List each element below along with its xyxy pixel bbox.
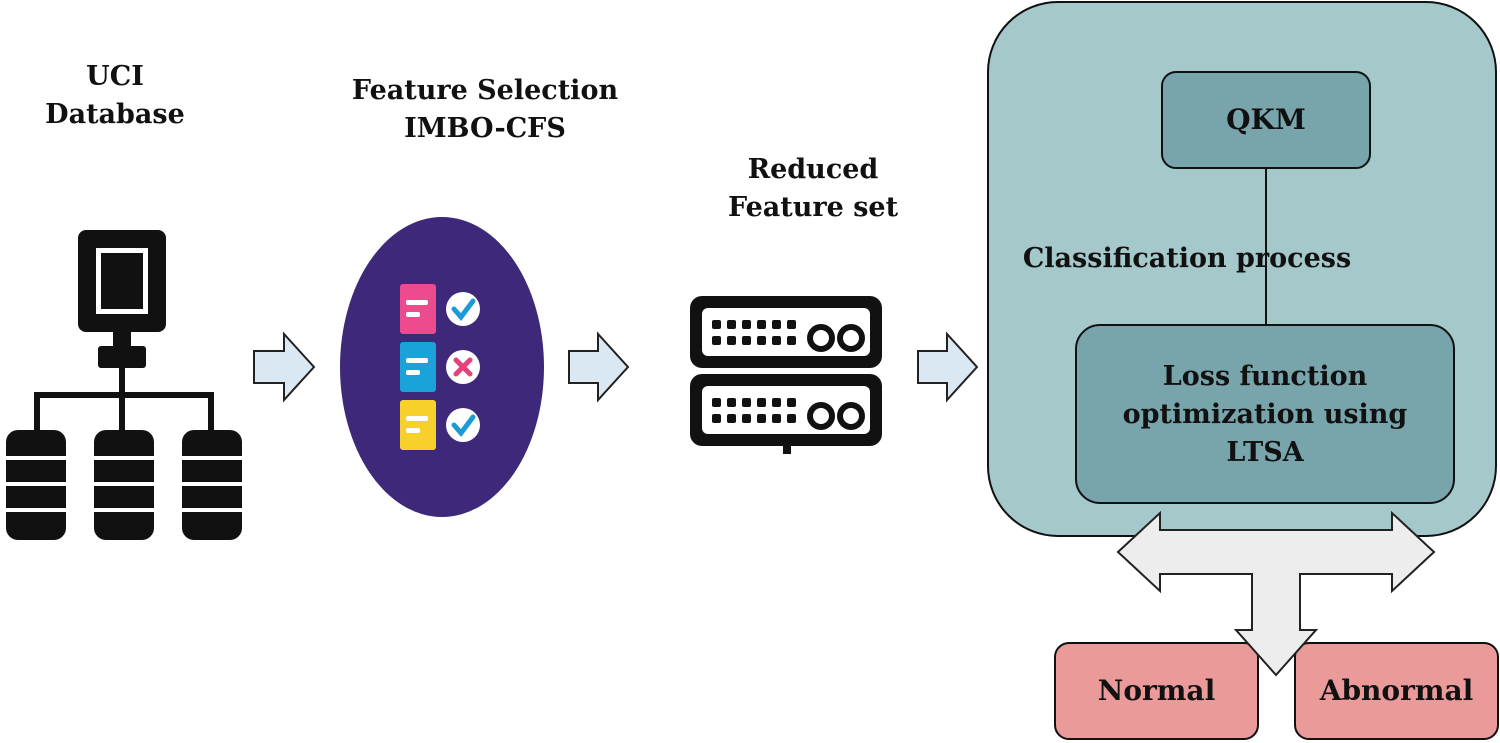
flow-arrow-icon <box>917 331 979 403</box>
flow-arrow-icon <box>253 331 316 403</box>
loss-function-box <box>1075 324 1455 504</box>
loss-function-label-line2: optimization using <box>1122 399 1408 430</box>
feature-selection-icon <box>340 217 544 517</box>
loss-function-label-line1: Loss function <box>1162 361 1368 392</box>
loss-function-label: Loss function optimization using LTSA <box>1076 358 1454 472</box>
reduced-feature-set-label: Reduced Feature set <box>688 151 938 227</box>
database-cylinder-icon <box>6 430 66 540</box>
abnormal-label: Abnormal <box>1319 674 1474 707</box>
database-network-icon <box>6 230 242 540</box>
feature-selection-label-line1: Feature Selection <box>351 75 619 106</box>
normal-label: Normal <box>1097 674 1216 707</box>
database-cylinder-icon <box>182 430 242 540</box>
reduced-feature-set-label-line2: Feature set <box>727 192 899 223</box>
uci-database-label-line1: UCI <box>86 61 144 92</box>
database-cylinder-icon <box>94 430 154 540</box>
uci-database-label-line2: Database <box>45 99 185 130</box>
server-icon <box>690 296 882 454</box>
reduced-feature-set-label-line1: Reduced <box>747 154 879 185</box>
normal-box <box>1054 642 1259 740</box>
loss-function-label-line3: LTSA <box>1226 437 1304 468</box>
output-arrow-icon <box>1116 510 1436 677</box>
feature-selection-label: Feature Selection IMBO-CFS <box>335 72 635 148</box>
abnormal-box <box>1294 642 1499 740</box>
flow-arrow-icon <box>568 331 630 403</box>
qkm-label: QKM <box>1226 103 1306 136</box>
uci-database-label: UCI Database <box>20 58 210 134</box>
feature-selection-label-line2: IMBO-CFS <box>404 113 566 144</box>
classification-process-label: Classification process <box>1022 243 1352 274</box>
